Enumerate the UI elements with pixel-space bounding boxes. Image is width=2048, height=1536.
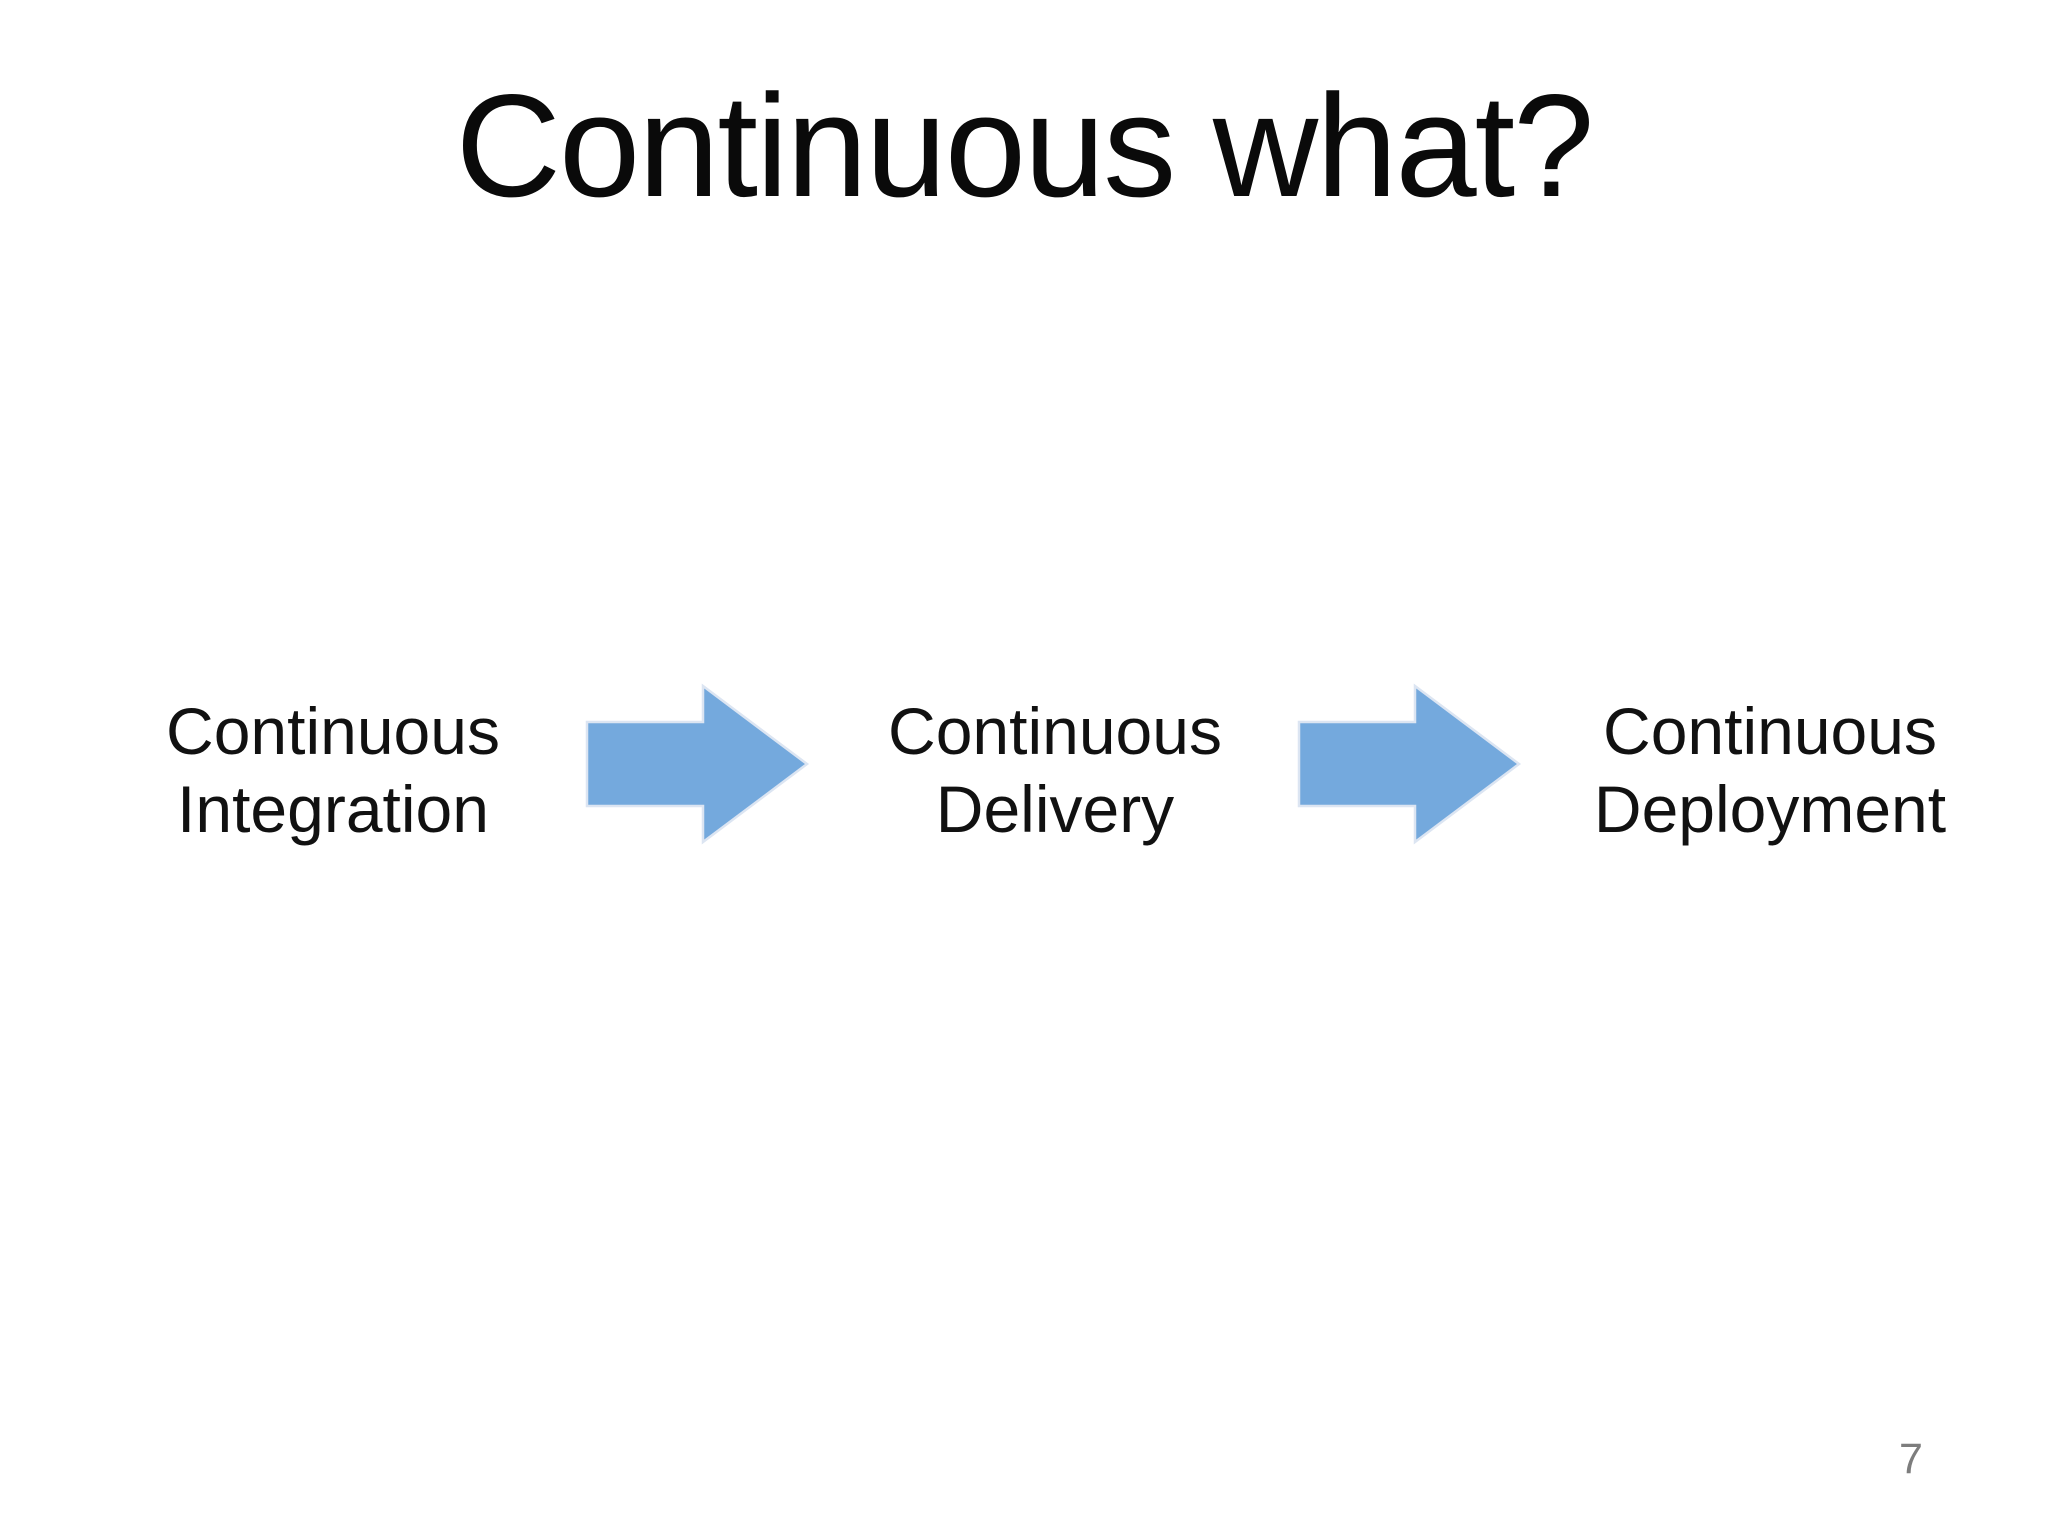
slide-title: Continuous what? xyxy=(455,64,1595,227)
step-label-line: Integration xyxy=(177,772,489,846)
step-label-line: Deployment xyxy=(1593,772,1947,846)
step-label-line: Continuous xyxy=(888,694,1222,768)
step-label-line: Continuous xyxy=(166,694,500,768)
step-label-line: Continuous xyxy=(1603,694,1937,768)
flow-step-continuous-delivery: Continuous Delivery xyxy=(835,692,1275,848)
right-arrow-shape xyxy=(1297,683,1522,845)
right-arrow-icon xyxy=(585,683,810,845)
right-arrow-shape xyxy=(585,683,810,845)
right-arrow-icon xyxy=(1297,683,1522,845)
flow-step-continuous-integration: Continuous Integration xyxy=(113,692,553,848)
page-number: 7 xyxy=(1899,1435,1923,1483)
flow-step-continuous-deployment: Continuous Deployment xyxy=(1540,692,2000,848)
step-label-line: Delivery xyxy=(935,772,1175,846)
